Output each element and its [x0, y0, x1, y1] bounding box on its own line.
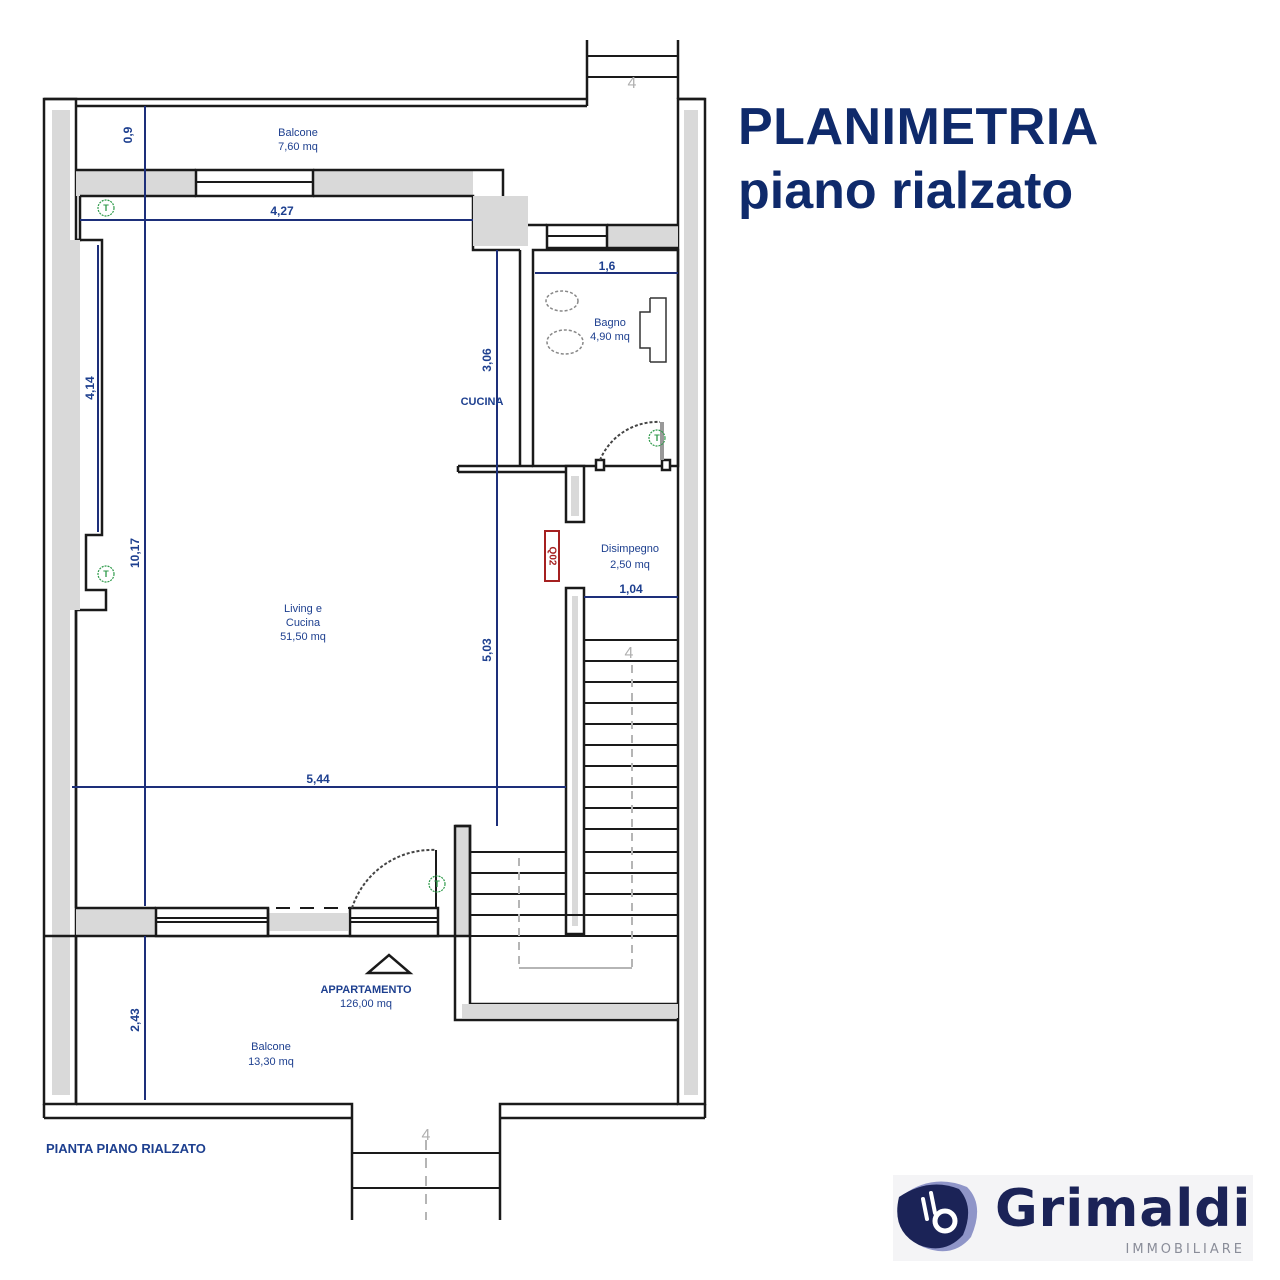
room-balcone-bottom-area: 13,30 mq — [248, 1056, 294, 1068]
room-bagno-name: Bagno — [594, 317, 626, 329]
bathroom-fixtures — [545, 290, 667, 363]
room-living-name-2: Cucina — [286, 617, 321, 629]
room-balcone-top-name: Balcone — [278, 127, 318, 139]
room-bagno-area: 4,90 mq — [590, 331, 630, 343]
room-appartamento-name: APPARTAMENTO — [320, 984, 412, 996]
page-title: PLANIMETRIA piano rialzato — [738, 96, 1099, 222]
room-labels: Balcone 7,60 mq Bagno 4,90 mq CUCINA Dis… — [46, 127, 659, 1156]
dim-bath-width: 1,6 — [599, 259, 616, 273]
walls — [42, 40, 707, 1220]
brand-tagline: IMMOBILIARE — [1125, 1242, 1245, 1257]
svg-text:T: T — [103, 203, 109, 213]
stair-arrow-main: 4 — [625, 645, 634, 662]
svg-text:T: T — [103, 569, 109, 579]
room-balcone-bottom-name: Balcone — [251, 1041, 291, 1053]
terminal-icon — [97, 565, 115, 583]
stair-arrow-top: 4 — [628, 75, 637, 92]
brand-name: Grimaldi — [995, 1179, 1252, 1239]
svg-text:Q02: Q02 — [546, 547, 557, 566]
room-disimpegno-name: Disimpegno — [601, 543, 659, 555]
dim-window-wall: 4,14 — [83, 376, 97, 400]
room-living-name-1: Living e — [284, 603, 322, 615]
title-planimetria: PLANIMETRIA — [738, 98, 1099, 156]
terminal-icon — [97, 199, 115, 217]
dim-living-width: 5,44 — [306, 772, 330, 786]
room-disimpegno-area: 2,50 mq — [610, 559, 650, 571]
svg-text:T: T — [654, 433, 660, 443]
dim-corridor: 1,04 — [619, 582, 643, 596]
dim-total-length: 10,17 — [128, 538, 142, 568]
elevation-marker: Q02 — [544, 530, 560, 582]
dim-kitchen: 3,06 — [480, 348, 494, 372]
dimension-lines — [72, 106, 678, 1100]
terminal-icon — [648, 429, 666, 447]
terminal-icons — [97, 199, 666, 893]
dim-living-depth: 5,03 — [480, 638, 494, 662]
room-living-area: 51,50 mq — [280, 631, 326, 643]
stair-arrows: 4 4 4 — [422, 75, 637, 1144]
stair-arrow-bottom: 4 — [422, 1127, 431, 1144]
dimension-labels: 0,9 4,27 1,6 3,06 4,14 10,17 5,44 5,03 1… — [83, 126, 643, 1031]
plan-caption: PIANTA PIANO RIALZATO — [46, 1141, 206, 1156]
hand-ok-icon — [897, 1181, 978, 1252]
svg-text:T: T — [434, 879, 440, 889]
grimaldi-logo: Grimaldi IMMOBILIARE — [893, 1175, 1253, 1261]
terminal-icon-labels: T T T T — [103, 203, 660, 889]
room-appartamento-area: 126,00 mq — [340, 998, 392, 1010]
dim-living-top: 4,27 — [270, 204, 294, 218]
title-floor: piano rialzato — [738, 162, 1074, 220]
room-cucina-name: CUCINA — [461, 396, 504, 408]
terminal-icon — [428, 875, 446, 893]
dim-bottom-balcony: 2,43 — [128, 1008, 142, 1032]
room-balcone-top-area: 7,60 mq — [278, 141, 318, 153]
dim-top-balcony: 0,9 — [121, 126, 135, 143]
